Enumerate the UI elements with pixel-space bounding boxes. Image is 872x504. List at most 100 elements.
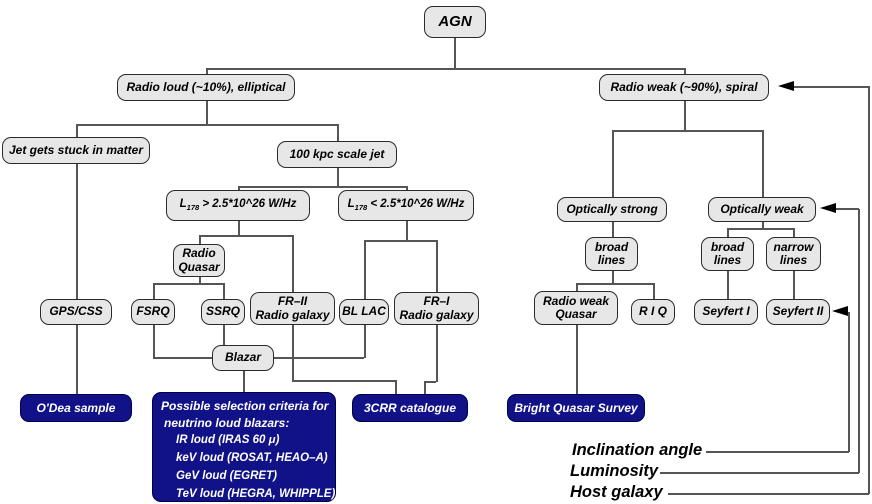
node-bl-lac-label: BL LAC <box>342 304 386 319</box>
annotation-line-luminosity <box>660 472 859 474</box>
annotation-line-host-galaxy <box>794 86 869 88</box>
node-optically-weak: Optically weak <box>708 197 816 222</box>
node-ssrq: SSRQ <box>201 299 245 325</box>
node-broad-lines-left: broad lines <box>585 237 638 271</box>
node-fsrq-label: FSRQ <box>136 304 170 319</box>
connector-line <box>206 68 684 70</box>
node-radio-quasar: Radio Quasar <box>173 244 225 277</box>
connector-line <box>424 381 426 394</box>
connector-line <box>153 283 223 285</box>
connector-line <box>199 277 201 284</box>
connector-line <box>727 228 793 230</box>
sample-bqs-label: Bright Quasar Survey <box>514 401 638 415</box>
connector-line <box>424 381 436 383</box>
node-fr2-line2: Radio galaxy <box>255 307 330 322</box>
node-100kpc-jet: 100 kpc scale jet <box>277 141 397 168</box>
node-radio-quasar-line2: Quasar <box>178 259 220 274</box>
arrowhead-icon <box>820 203 836 213</box>
connector-line <box>206 101 208 125</box>
connector-line <box>292 325 294 381</box>
node-optically-strong: Optically strong <box>557 197 667 222</box>
arrowhead-icon <box>832 306 848 316</box>
node-radio-weak-quasar-line1: Radio weak <box>542 293 610 308</box>
node-optically-strong-label: Optically strong <box>566 201 658 216</box>
node-gps-css-label: GPS/CSS <box>49 304 103 319</box>
sample-odea: O'Dea sample <box>20 394 132 422</box>
node-optically-weak-label: Optically weak <box>720 201 804 216</box>
node-narrow-lines: narrow lines <box>766 237 821 271</box>
node-l178-low: L178 < 2.5*10^26 W/Hz <box>338 190 474 221</box>
connector-line <box>406 186 408 192</box>
node-fsrq: FSRQ <box>131 299 175 325</box>
connector-line <box>364 240 436 242</box>
node-radio-weak-quasar-line2: Quasar <box>555 307 597 321</box>
node-broad-lines-left-line2: lines <box>597 253 626 267</box>
node-radio-weak-label: Radio weak (~90%), spiral <box>610 79 758 94</box>
connector-line <box>337 124 339 142</box>
criteria-item: IR loud (IRAS 60 μ) <box>176 434 280 446</box>
connector-line <box>612 130 614 197</box>
node-fr1-radio-galaxy: FR–I Radio galaxy <box>394 292 479 325</box>
connector-line <box>436 240 438 292</box>
connector-line <box>762 130 764 197</box>
annotation-line-luminosity <box>858 209 860 473</box>
criteria-intro-line1: Possible selection criteria for <box>161 399 329 413</box>
node-jet-stuck: Jet gets stuck in matter <box>2 137 150 164</box>
node-l178-high-label: L178 > 2.5*10^26 W/Hz <box>179 198 297 213</box>
connector-line <box>454 38 456 68</box>
annotation-line-inclination <box>706 451 849 453</box>
connector-line <box>206 68 208 75</box>
connector-line <box>243 371 245 393</box>
connector-line <box>76 124 337 126</box>
connector-line <box>292 380 395 382</box>
annotation-inclination-angle: Inclination angle <box>572 441 703 459</box>
connector-line <box>436 325 438 382</box>
annotation-host-galaxy: Host galaxy <box>570 483 663 501</box>
node-broad-lines-left-line1: broad <box>594 239 629 254</box>
annotation-line-luminosity <box>836 208 859 210</box>
connector-line <box>337 168 339 187</box>
connector-line <box>653 283 655 299</box>
sample-3crr-label: 3CRR catalogue <box>363 401 457 415</box>
sample-3crr-catalogue: 3CRR catalogue <box>352 394 468 422</box>
node-riq: R I Q <box>631 299 675 325</box>
connector-line <box>762 222 764 229</box>
connector-line <box>153 283 155 299</box>
annotation-luminosity: Luminosity <box>570 462 659 480</box>
annotation-line-host-galaxy <box>668 493 869 495</box>
connector-line <box>612 222 614 237</box>
node-radio-weak: Radio weak (~90%), spiral <box>599 74 769 101</box>
node-radio-weak-quasar: Radio weak Quasar <box>534 291 618 325</box>
sample-bright-quasar-survey: Bright Quasar Survey <box>507 394 645 422</box>
node-radio-quasar-line1: Radio <box>182 246 216 261</box>
connector-line <box>793 271 795 299</box>
node-blazar-label: Blazar <box>224 350 262 365</box>
node-bl-lac: BL LAC <box>339 299 389 325</box>
connector-line <box>238 186 240 192</box>
node-riq-label: R I Q <box>638 304 667 319</box>
connector-line <box>576 283 653 285</box>
connector-line <box>576 283 578 291</box>
connector-line <box>76 164 78 299</box>
annotation-line-inclination <box>848 312 850 452</box>
criteria-item: keV loud (ROSAT, HEAO–A) <box>176 452 328 464</box>
node-fr2-line1: FR–II <box>277 294 308 309</box>
node-narrow-lines-line1: narrow <box>773 239 814 254</box>
node-broad-lines-right-line2: lines <box>713 253 742 267</box>
connector-line <box>364 240 366 299</box>
node-jet-stuck-label: Jet gets stuck in matter <box>8 142 144 157</box>
node-radio-loud-label: Radio loud (~10%), elliptical <box>126 79 286 94</box>
criteria-item: TeV loud (HEGRA, WHIPPLE) <box>176 488 336 500</box>
connector-line <box>238 221 240 235</box>
node-seyfert-2-label: Seyfert II <box>772 304 824 319</box>
node-fr1-line2: Radio galaxy <box>399 307 474 322</box>
connector-line <box>199 235 201 244</box>
connector-line <box>292 235 294 292</box>
connector-line <box>395 380 397 394</box>
arrowhead-icon <box>778 81 794 91</box>
connector-line <box>153 325 155 358</box>
node-seyfert-1: Seyfert I <box>694 299 758 325</box>
node-ssrq-label: SSRQ <box>205 304 240 319</box>
connector-line <box>223 325 225 346</box>
